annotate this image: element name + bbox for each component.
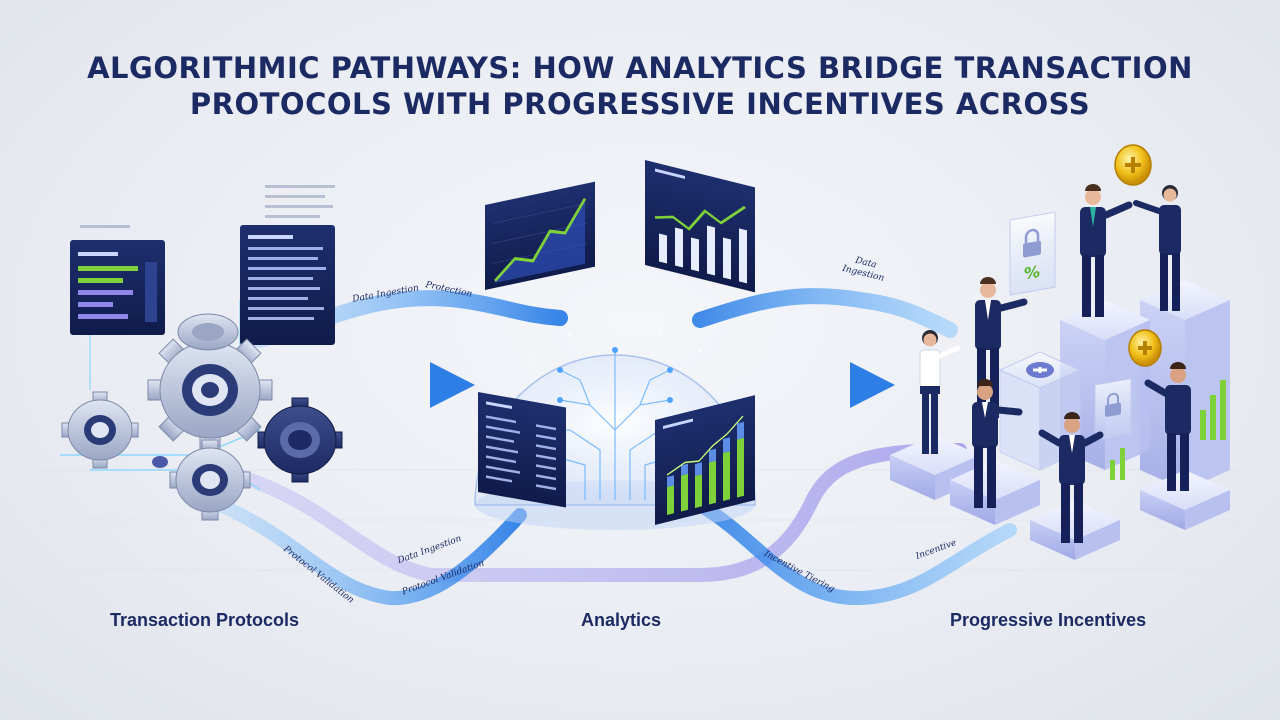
person-icon bbox=[972, 379, 1023, 508]
person-icon bbox=[1144, 362, 1191, 491]
percent-icon: % bbox=[1024, 262, 1040, 284]
person-icon bbox=[1133, 185, 1181, 311]
violet-flow-ribbon bbox=[213, 443, 967, 582]
code-panel-right bbox=[240, 225, 335, 345]
section-label-transaction-protocols: Transaction Protocols bbox=[110, 610, 300, 630]
gear-icon bbox=[169, 439, 251, 521]
lock-icon bbox=[1094, 378, 1132, 441]
right-top-flow-ribbon bbox=[692, 288, 958, 338]
section-label-analytics: Analytics bbox=[581, 610, 662, 630]
bar-chart-icon bbox=[645, 160, 755, 293]
coin-icon bbox=[1128, 329, 1162, 367]
line-chart-icon bbox=[485, 181, 595, 290]
person-icon bbox=[919, 330, 961, 454]
code-panels bbox=[70, 185, 335, 345]
bottom-flow-ribbon bbox=[213, 498, 527, 606]
gear-icon bbox=[257, 397, 343, 483]
title-line-2: PROTOCOLS WITH PROGRESSIVE INCENTIVES AC… bbox=[189, 87, 1091, 121]
lock-icon: % bbox=[1009, 211, 1056, 296]
gear-icon bbox=[177, 313, 239, 351]
data-table-screen bbox=[478, 392, 566, 508]
right-arrow-head bbox=[850, 362, 895, 408]
gear-cluster bbox=[61, 313, 343, 521]
bottom-right-flow-ribbon bbox=[693, 498, 1017, 606]
people-group bbox=[919, 184, 1191, 543]
growth-bars-icon bbox=[1110, 380, 1226, 480]
coin-icon bbox=[1114, 144, 1152, 186]
plus-icon bbox=[1026, 362, 1054, 378]
left-arrow-head bbox=[430, 362, 475, 408]
gear-icon bbox=[61, 391, 139, 469]
section-label-progressive-incentives: Progressive Incentives bbox=[950, 610, 1147, 630]
person-icon bbox=[1080, 184, 1133, 317]
node-dot bbox=[152, 456, 168, 468]
person-icon bbox=[1038, 412, 1104, 543]
page-title: ALGORITHMIC PATHWAYS: HOW ANALYTICS BRID… bbox=[0, 50, 1280, 122]
title-line-1: ALGORITHMIC PATHWAYS: HOW ANALYTICS BRID… bbox=[87, 51, 1193, 85]
code-panel-left bbox=[70, 240, 165, 335]
analytics-bar-screen bbox=[655, 395, 755, 525]
